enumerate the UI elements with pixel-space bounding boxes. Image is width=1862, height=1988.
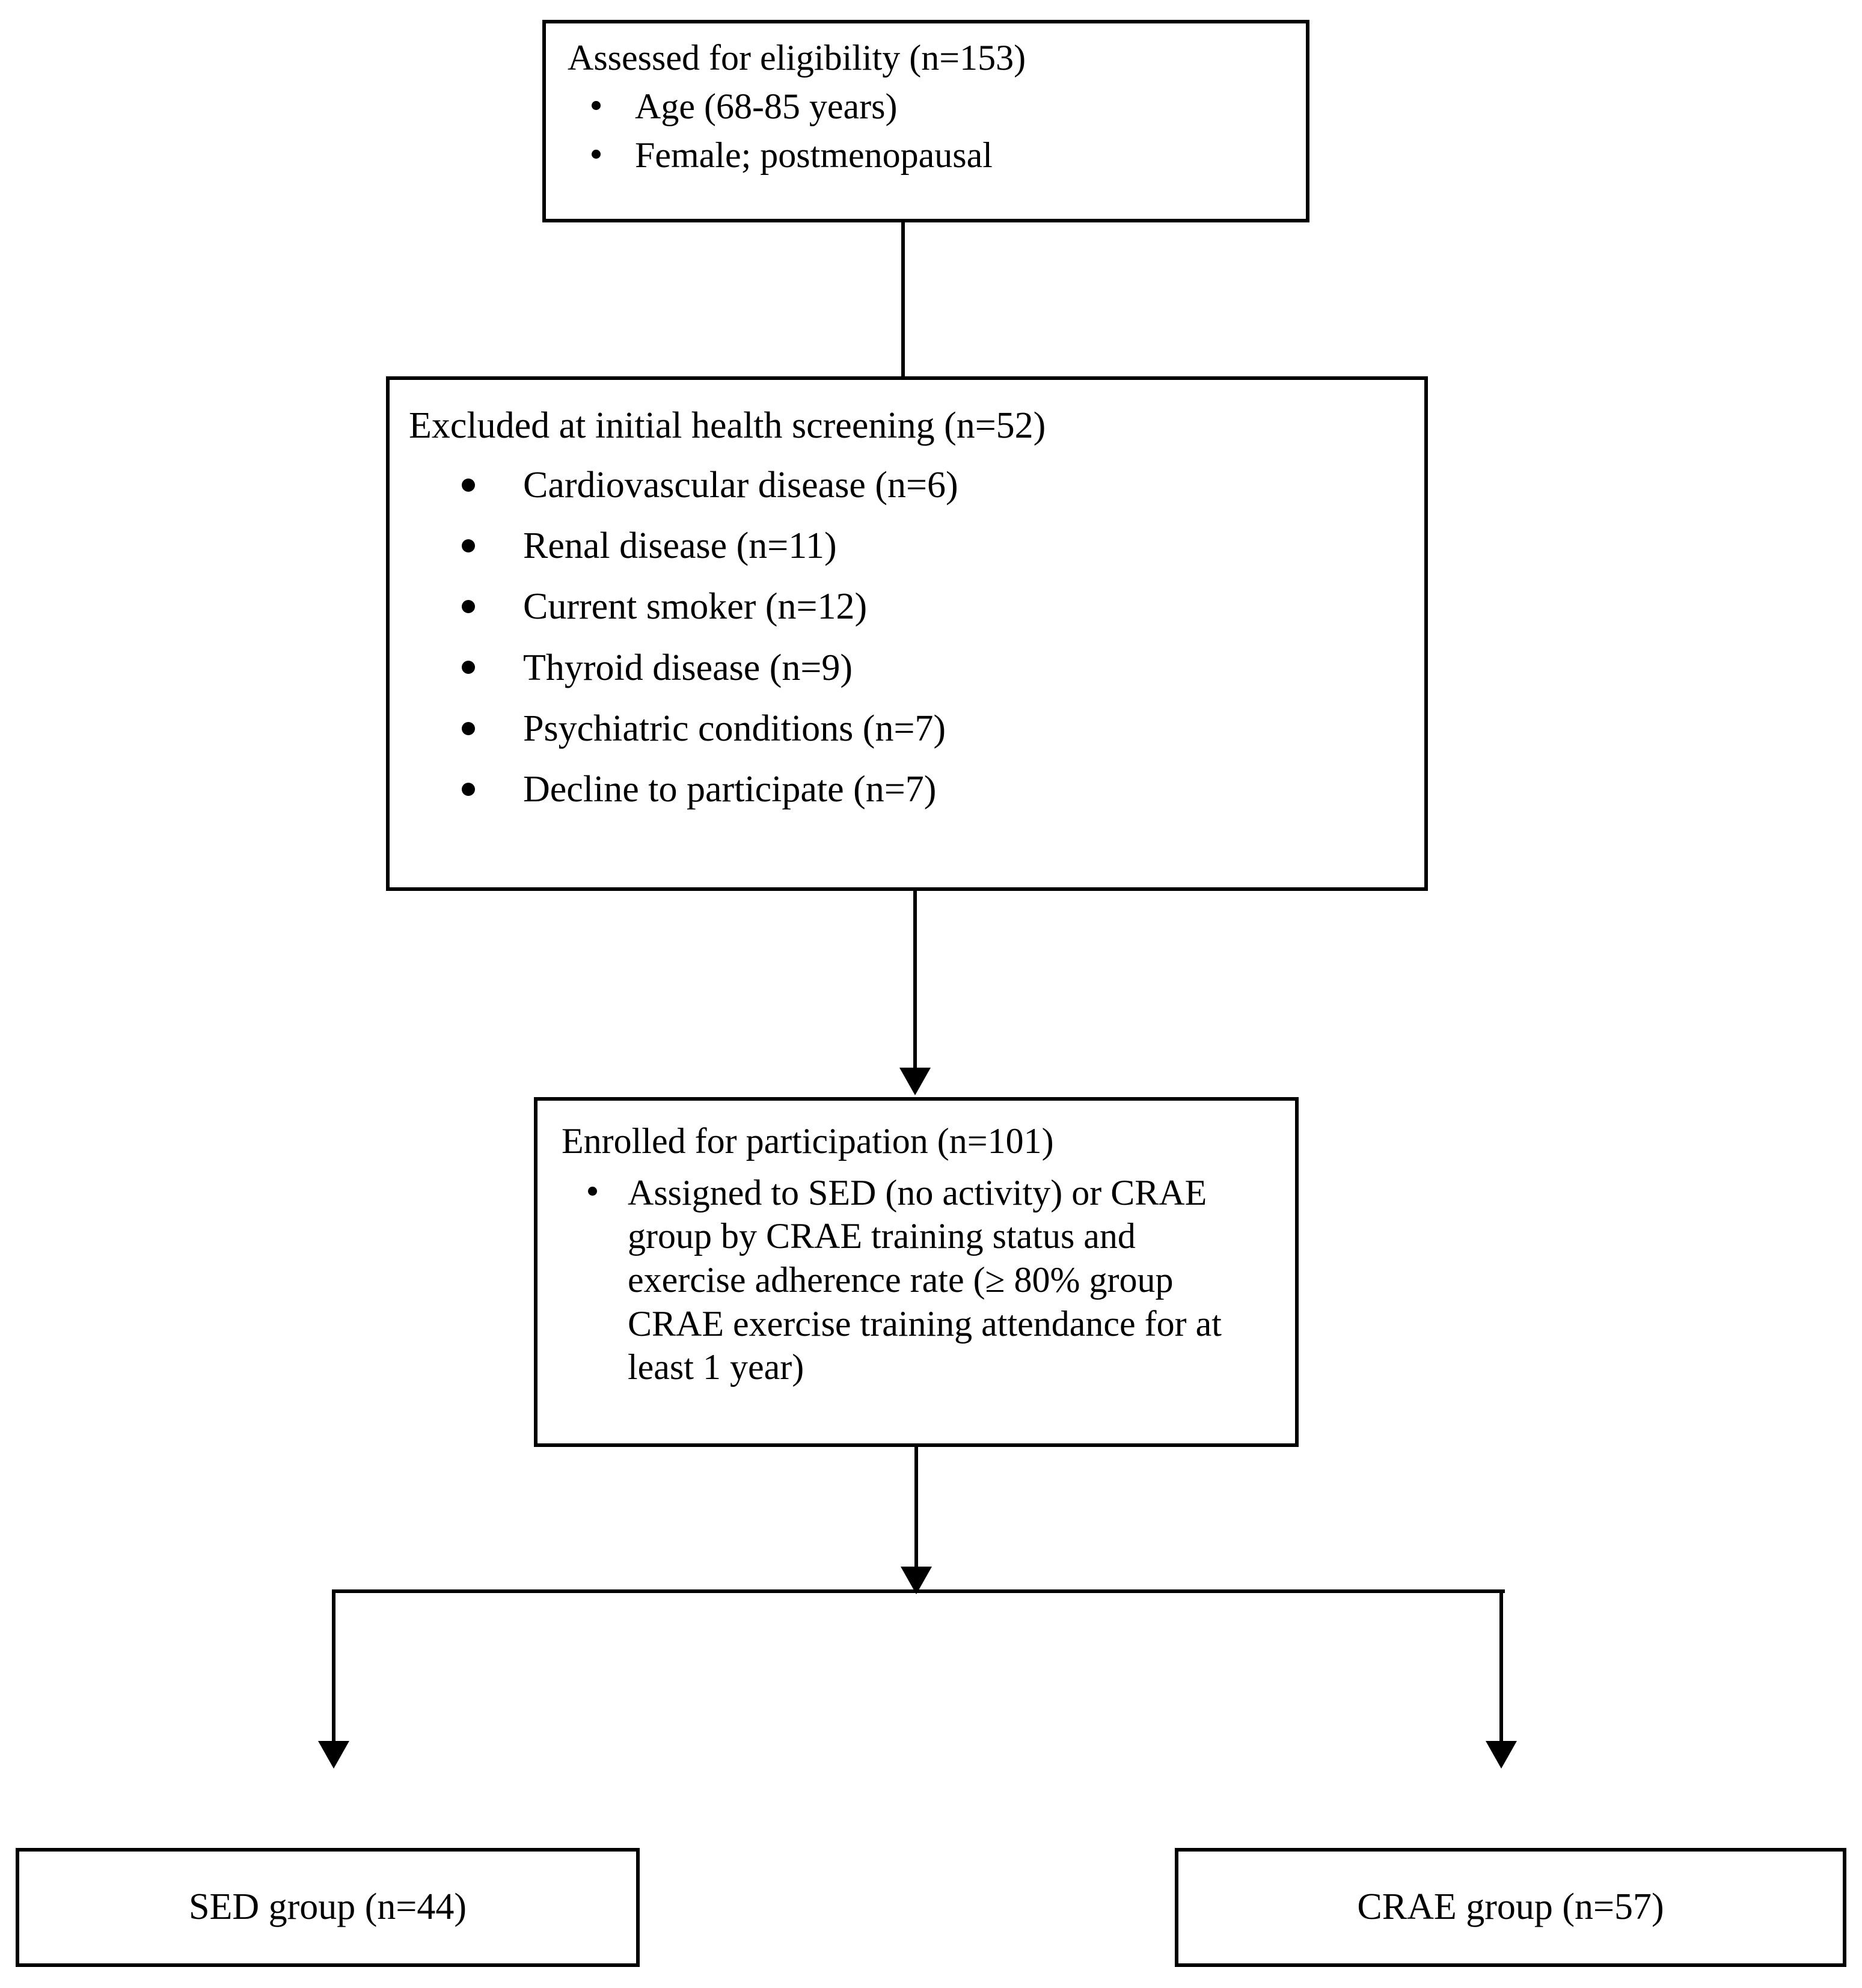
list-item: Age (68-85 years)	[568, 85, 1306, 128]
bullet-dot-icon	[462, 782, 475, 796]
assessed-criterion-age: Age (68-85 years)	[635, 86, 898, 126]
list-item: Psychiatric conditions (n=7)	[409, 707, 1424, 751]
connector-split-to-crae-group	[1499, 1589, 1503, 1745]
bullet-dot-icon	[462, 721, 475, 735]
excluded-reason-psychiatric: Psychiatric conditions (n=7)	[523, 708, 946, 749]
bullet-dot-icon	[592, 149, 601, 159]
arrowhead-down-icon	[1486, 1741, 1517, 1769]
list-item: Assigned to SED (no activity) or CRAE gr…	[562, 1171, 1253, 1389]
list-item: Decline to participate (n=7)	[409, 768, 1424, 812]
arrowhead-down-icon	[318, 1741, 349, 1769]
box-sed-group: SED group (n=44)	[16, 1848, 640, 1967]
excluded-reason-renal: Renal disease (n=11)	[523, 525, 837, 567]
connector-excluded-to-enrolled	[913, 891, 917, 1071]
assessed-criterion-sex: Female; postmenopausal	[635, 135, 993, 175]
excluded-reason-cardiovascular: Cardiovascular disease (n=6)	[523, 465, 958, 506]
box-excluded-at-screening: Excluded at initial health screening (n=…	[386, 376, 1428, 891]
bullet-dot-icon	[462, 600, 475, 614]
enrolled-assignment-detail: Assigned to SED (no activity) or CRAE gr…	[628, 1172, 1222, 1387]
bullet-dot-icon	[462, 661, 475, 674]
enrolled-title: Enrolled for participation (n=101)	[562, 1121, 1054, 1161]
list-item: Cardiovascular disease (n=6)	[409, 463, 1424, 507]
enrolled-assignment-list: Assigned to SED (no activity) or CRAE gr…	[562, 1171, 1295, 1389]
list-item: Renal disease (n=11)	[409, 524, 1424, 568]
connector-assessed-to-excluded	[901, 222, 905, 376]
box-crae-group: CRAE group (n=57)	[1175, 1848, 1846, 1967]
bullet-dot-icon	[592, 101, 601, 111]
arrowhead-down-icon	[899, 1068, 931, 1095]
bullet-dot-icon	[462, 539, 475, 553]
assessed-title: Assessed for eligibility (n=153)	[568, 38, 1026, 78]
list-item: Female; postmenopausal	[568, 134, 1306, 177]
excluded-reason-decline: Decline to participate (n=7)	[523, 768, 937, 810]
list-item: Current smoker (n=12)	[409, 585, 1424, 629]
excluded-reason-thyroid: Thyroid disease (n=9)	[523, 647, 853, 688]
sed-group-label: SED group (n=44)	[188, 1886, 467, 1927]
box-enrolled-for-participation: Enrolled for participation (n=101) Assig…	[534, 1097, 1299, 1447]
assessed-criteria-list: Age (68-85 years) Female; postmenopausal	[568, 85, 1306, 177]
crae-group-label: CRAE group (n=57)	[1357, 1886, 1664, 1927]
bullet-dot-icon	[462, 478, 475, 492]
list-item: Thyroid disease (n=9)	[409, 646, 1424, 690]
bullet-dot-icon	[588, 1187, 597, 1196]
excluded-reasons-list: Cardiovascular disease (n=6) Renal disea…	[409, 463, 1424, 812]
split-bar	[334, 1589, 1505, 1593]
connector-enrolled-to-split	[914, 1447, 918, 1570]
box-assessed-for-eligibility: Assessed for eligibility (n=153) Age (68…	[542, 20, 1309, 222]
connector-split-to-sed-group	[332, 1589, 335, 1745]
excluded-reason-smoker: Current smoker (n=12)	[523, 586, 868, 628]
excluded-title: Excluded at initial health screening (n=…	[409, 405, 1046, 446]
